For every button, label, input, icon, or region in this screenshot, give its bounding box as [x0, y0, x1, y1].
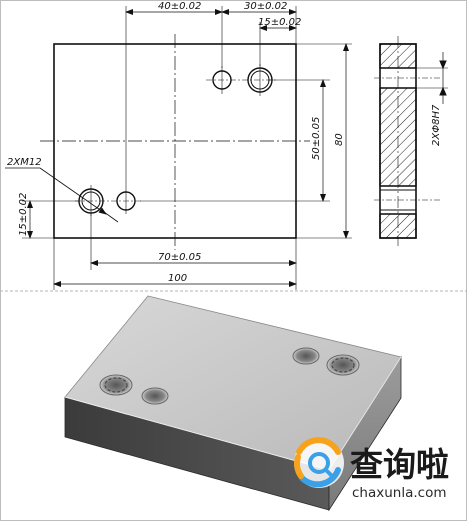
dim-text-80: 80	[334, 133, 345, 146]
logo-ring-blue	[299, 467, 341, 488]
thread-leader	[39, 167, 107, 215]
dim-text-70: 70±0.05	[158, 252, 201, 263]
dim-text-15-top: 15±0.02	[258, 17, 301, 28]
section-view	[374, 36, 448, 246]
iso-pin-hole-right	[292, 347, 320, 365]
logo-ring-orange	[296, 437, 341, 455]
dim-text-thread: 2XM12	[7, 157, 42, 168]
watermark-logo	[294, 437, 344, 488]
watermark-brand: 查询啦	[350, 445, 449, 484]
watermark-url: chaxunla.com	[352, 485, 447, 501]
iso-pin-hole-left	[141, 387, 169, 405]
dim-text-100: 100	[168, 273, 187, 284]
dim-text-40: 40±0.02	[158, 1, 201, 12]
dim-text-30: 30±0.02	[244, 1, 287, 12]
isometric-view	[64, 295, 402, 512]
front-view	[5, 6, 352, 290]
dim-text-15-left: 15±0.02	[18, 193, 29, 236]
dim-text-50: 50±0.05	[311, 117, 322, 160]
dim-text-bore: 2XΦ8H7	[431, 104, 442, 146]
